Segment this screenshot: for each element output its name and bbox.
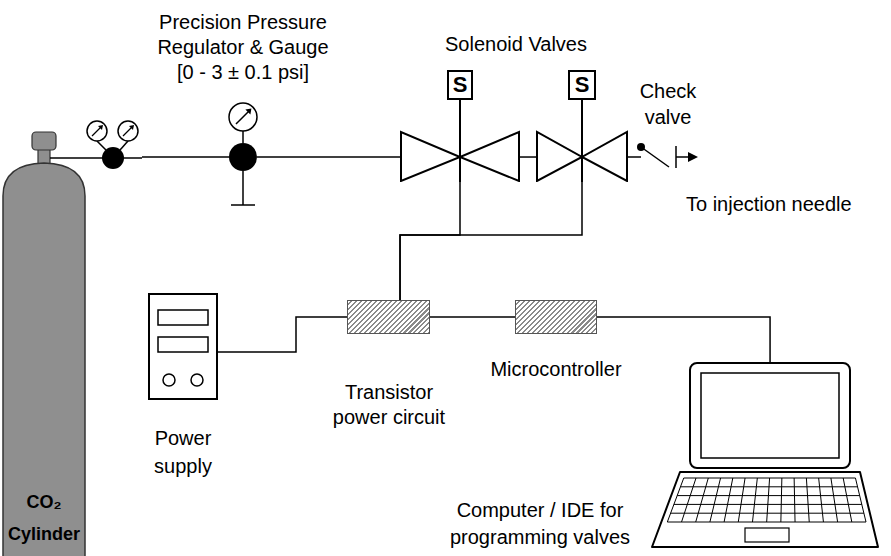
connector-line <box>257 156 400 158</box>
transistor-label: Transistor power circuit <box>319 380 459 430</box>
connector-line <box>430 316 515 318</box>
gauge-needle-head <box>98 125 103 130</box>
gauge-needle-head <box>245 109 251 115</box>
regulator-body <box>229 143 257 171</box>
display-window <box>158 310 208 325</box>
check-valve-flap <box>641 147 669 167</box>
gauge-stem <box>120 141 128 150</box>
valves-heading: Solenoid Valves <box>441 32 591 57</box>
laptop-computer: Computer / IDE for programming valves <box>650 362 880 550</box>
gauge-needle-head <box>129 125 134 130</box>
outlet-label: To injection needle <box>686 192 852 217</box>
check-valve-hinge <box>637 143 645 151</box>
pressure-regulator: Precision Pressure Regulator & Gauge[0 -… <box>229 143 257 171</box>
control-knob <box>191 374 203 386</box>
gauge-needle <box>236 111 249 124</box>
laptop-screen <box>701 373 839 458</box>
gas-pipe <box>50 157 142 159</box>
regulator-base <box>231 204 255 206</box>
cylinder-body <box>3 163 85 556</box>
microcontroller: Microcontroller <box>515 300 597 334</box>
pressure-regulator-outline <box>229 143 257 171</box>
valve-stem <box>581 100 583 182</box>
solenoid-valve: S <box>536 70 628 182</box>
solenoid-box: S <box>568 70 596 100</box>
computer-label: Computer / IDE for programming valves <box>435 497 645 551</box>
gauge-dial <box>229 103 257 131</box>
laptop-computer-outline <box>650 362 880 550</box>
connector-line <box>520 156 536 158</box>
regulator-stem <box>242 171 244 205</box>
laptop-keys <box>667 478 866 522</box>
gauge-stem <box>242 131 244 143</box>
power-supply: Power supply <box>148 293 218 400</box>
gauge-dial <box>118 121 138 141</box>
connector-line <box>400 182 460 300</box>
solenoid-mark: S <box>575 74 590 96</box>
connector-line <box>218 317 347 352</box>
transistor-circuit: Transistor power circuit <box>347 300 430 334</box>
outlet-arrowhead <box>688 152 698 162</box>
microcontroller-label: Microcontroller <box>476 357 636 382</box>
solenoid-valve: S <box>400 70 520 182</box>
solenoid-mark: S <box>453 74 468 96</box>
pressure-range: [0 - 3 ± 0.1 psi] <box>143 60 343 85</box>
check-valve-label: Check valve <box>633 78 703 130</box>
laptop-screen-frame <box>690 363 850 468</box>
gas-cylinder: CO₂ Cylinder <box>0 118 142 556</box>
control-knob <box>163 374 175 386</box>
laptop-touchpad <box>745 528 789 542</box>
cylinder-regulator <box>102 147 124 169</box>
gas-pipe <box>628 156 641 158</box>
valve-stem <box>459 100 461 182</box>
outlet-pipe <box>676 156 690 158</box>
laptop-base <box>652 472 878 547</box>
gauge-stem <box>97 141 106 150</box>
gas-cylinder-outline <box>0 118 142 556</box>
power-supply-label: Power supply <box>138 424 228 480</box>
cylinder-label: CO₂ Cylinder <box>3 486 85 550</box>
cylinder-cap <box>32 132 56 150</box>
connector-line <box>142 156 229 158</box>
solenoid-box: S <box>447 70 473 100</box>
power-supply-outline <box>150 295 216 398</box>
connector-line <box>400 182 582 300</box>
gauge-dial <box>87 121 107 141</box>
display-window <box>158 337 208 352</box>
connector-line <box>597 317 770 362</box>
regulator-label: Precision Pressure Regulator & Gauge <box>143 10 343 60</box>
